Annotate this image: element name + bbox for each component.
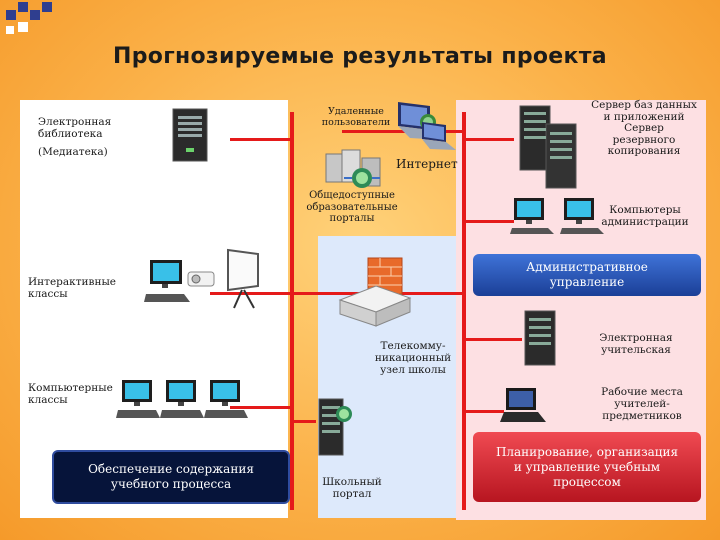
label-line: порталы — [329, 213, 375, 224]
label-line: Рабочие места — [601, 386, 683, 398]
label-line: Телекомму- — [380, 340, 446, 352]
box-line: Обеспечение содержания — [88, 462, 254, 476]
label-line: никационный — [374, 352, 452, 364]
panel-content — [20, 100, 288, 518]
globe-icon — [325, 149, 381, 188]
label-line: портал — [332, 488, 372, 500]
page-title: Прогнозируемые результаты проекта — [113, 44, 607, 69]
label-library-line: Электронная — [38, 116, 112, 128]
label-line: Общедоступные — [309, 190, 395, 201]
box-administrative-management: Административное управление — [473, 254, 701, 296]
label-line: учителей- — [614, 398, 670, 410]
label-internet: Интернет — [396, 157, 458, 171]
laptop-icon — [422, 122, 456, 150]
desktop-pc-icon — [144, 260, 190, 302]
label-line: Сервер баз данных — [591, 99, 697, 111]
server-icon — [318, 398, 352, 456]
label-line: администрации — [601, 216, 689, 228]
label-line: копирования — [607, 145, 681, 157]
corner-decoration — [6, 2, 52, 34]
desktop-pc-icon — [560, 198, 604, 234]
link-interactive — [210, 292, 292, 295]
box-line: процессом — [553, 474, 621, 489]
box-line: Административное — [526, 260, 648, 274]
server-icon — [524, 310, 556, 366]
label-line: Компьютерные — [28, 382, 113, 394]
box-planning: Планирование, организация и управление у… — [473, 432, 701, 502]
label-line: предметников — [602, 410, 682, 422]
link-admin-pcs — [464, 220, 514, 223]
link-remote-users — [342, 130, 462, 133]
link-server — [464, 138, 514, 141]
label-line: образовательные — [306, 201, 398, 213]
label-e-teacher: Электронная учительская — [584, 332, 688, 356]
box-content-provision: Обеспечение содержания учебного процесса — [52, 450, 290, 504]
desktop-pc-icon — [204, 380, 248, 418]
label-line: классы — [28, 288, 68, 300]
label-line: пользователи — [321, 117, 391, 128]
label-line: Компьютеры — [609, 204, 681, 216]
label-computer-classes: Компьютерные классы — [28, 382, 113, 406]
label-portals: Общедоступные образовательные порталы — [304, 190, 400, 225]
link-library — [230, 138, 292, 141]
label-server: Сервер баз данных и приложений Сервер ре… — [582, 99, 706, 158]
whiteboard-icon — [227, 248, 259, 309]
network-line-left — [290, 112, 294, 510]
link-computer-classes — [230, 406, 292, 409]
label-remote-users: Удаленные пользователи — [316, 106, 396, 128]
label-school-portal: Школьный портал — [314, 476, 390, 500]
box-line: и управление учебным — [513, 459, 661, 474]
label-admin-pcs: Компьютеры администрации — [590, 204, 700, 228]
server-icon — [519, 105, 577, 189]
label-library-line: библиотека — [38, 128, 103, 140]
label-library-line: (Медиатека) — [38, 146, 108, 158]
label-line: Удаленные — [328, 106, 384, 117]
desktop-pc-icon — [510, 198, 554, 234]
link-workplaces — [464, 410, 504, 413]
label-library: Электронная библиотека (Медиатека) — [38, 116, 111, 158]
label-line: Интерактивные — [28, 276, 117, 288]
box-line: управление — [549, 275, 625, 289]
label-line: Электронная — [599, 332, 673, 344]
label-telecom-node: Телекомму- никационный узел школы — [370, 340, 456, 376]
label-line: учительская — [601, 344, 671, 356]
laptop-icon — [398, 102, 444, 140]
box-line: учебного процесса — [110, 477, 232, 491]
desktop-pc-icon — [116, 380, 160, 418]
link-school-portal — [292, 420, 316, 423]
label-line: резервного — [612, 133, 676, 146]
label-interactive-classes: Интерактивные классы — [28, 276, 116, 300]
server-icon — [172, 108, 208, 162]
router-icon — [338, 257, 412, 327]
laptop-icon — [500, 388, 546, 422]
label-line: узел школы — [380, 364, 446, 376]
label-workplaces: Рабочие места учителей- предметников — [588, 386, 696, 422]
network-line-right — [462, 112, 466, 510]
label-line: Сервер — [624, 122, 664, 134]
label-line: и приложений — [603, 110, 685, 123]
label-line: классы — [28, 394, 68, 406]
link-e-teacher — [464, 338, 522, 341]
box-line: Планирование, организация — [495, 444, 679, 459]
label-line: Школьный — [322, 476, 382, 488]
projector-icon — [187, 271, 215, 287]
desktop-pc-icon — [160, 380, 204, 418]
